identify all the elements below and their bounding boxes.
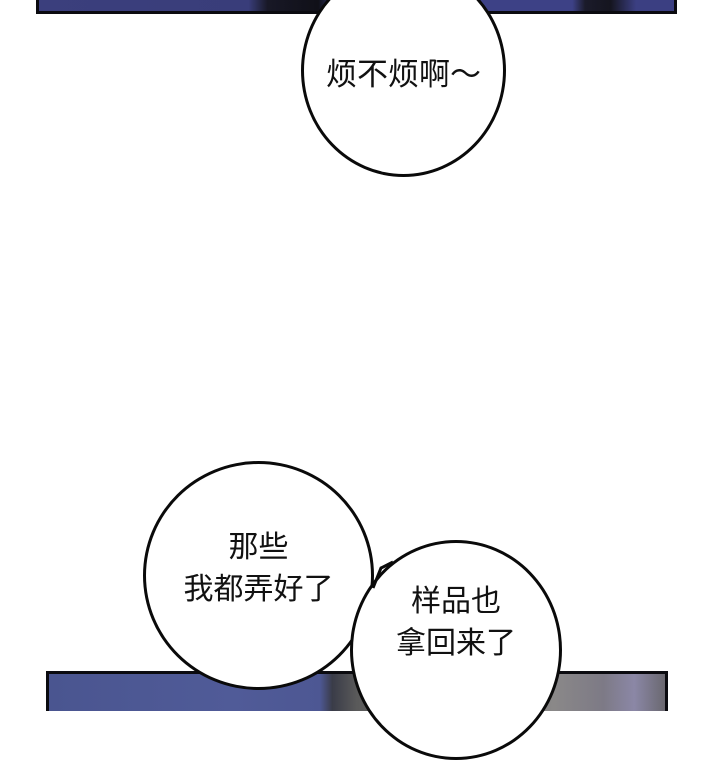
speech-bubble-left: 那些 我都弄好了	[143, 461, 374, 690]
bubble-text: 烦不烦啊～	[326, 57, 481, 93]
bubble-joint	[371, 560, 394, 589]
bubble-text-line-1: 样品也	[411, 584, 501, 619]
bubble-text-line-2: 我都弄好了	[183, 571, 334, 607]
speech-bubble-top: 烦不烦啊～	[301, 0, 506, 177]
bubble-text-line-1: 那些	[228, 529, 289, 565]
bubble-text-line-2: 拿回来了	[396, 626, 516, 661]
